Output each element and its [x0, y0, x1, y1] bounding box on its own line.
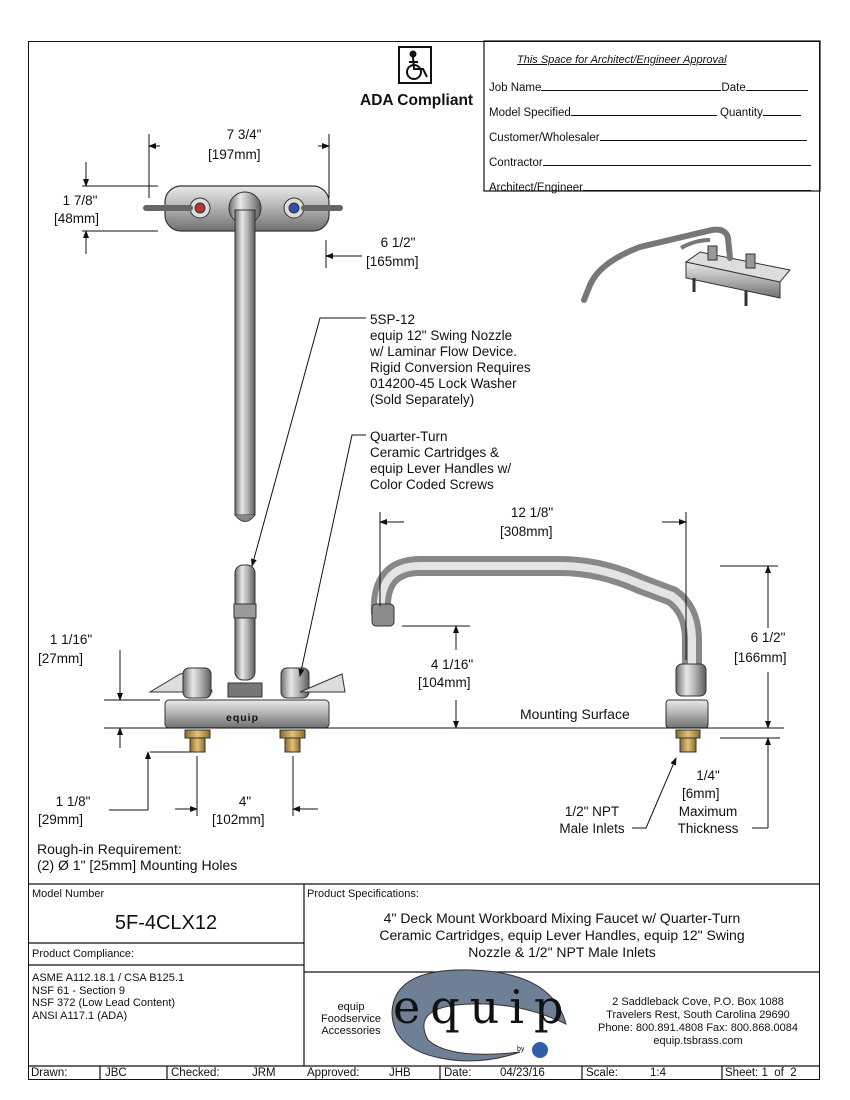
spout-reach-in: 12 1/8": [510, 505, 554, 520]
job-name-row[interactable]: Job Name Date: [489, 79, 808, 94]
spout-reach-mm: [308mm]: [500, 524, 553, 539]
job-name-label: Job Name: [489, 82, 542, 94]
date-value: 04/23/16: [500, 1067, 545, 1079]
date-label: Date: [721, 82, 746, 94]
depth-in: 6 1/2": [380, 235, 416, 250]
thickness-mm: [6mm]: [682, 786, 720, 801]
title-block-lines: [28, 883, 820, 1080]
product-specs: 4" Deck Mount Workboard Mixing Faucet w/…: [379, 910, 745, 960]
architect-row[interactable]: Architect/Engineer: [489, 179, 811, 194]
height-in: 1 7/8": [62, 193, 98, 208]
overall-height-mm: [166mm]: [734, 650, 787, 665]
spout-height-mm: [104mm]: [418, 675, 471, 690]
approved-label: Approved:: [307, 1067, 360, 1079]
overall-height-in: 6 1/2": [750, 630, 786, 645]
customer-row[interactable]: Customer/Wholesaler: [489, 129, 807, 144]
architect-label: Architect/Engineer: [489, 182, 583, 194]
approval-title: This Space for Architect/Engineer Approv…: [517, 54, 727, 66]
isometric-view: [581, 226, 791, 306]
product-specs-label: Product Specifications:: [307, 888, 419, 900]
wheelchair-icon: [406, 50, 428, 80]
spout-height-in: 4 1/16": [430, 657, 474, 672]
top-view-dims: [82, 134, 362, 268]
checked-label: Checked:: [171, 1067, 220, 1079]
body-height-mm: [27mm]: [38, 651, 84, 666]
centers-mm: [102mm]: [212, 812, 265, 827]
height-mm: [48mm]: [54, 211, 100, 226]
date-label-tb: Date:: [444, 1067, 472, 1079]
top-view: [143, 185, 343, 522]
model-specified-label: Model Specified: [489, 107, 571, 119]
shank-mm: [29mm]: [38, 812, 84, 827]
rough-in-note: Rough-in Requirement:(2) Ø 1" [25mm] Mou…: [37, 841, 238, 873]
contractor-row[interactable]: Contractor: [489, 154, 811, 169]
approved-value: JHB: [389, 1067, 411, 1079]
customer-label: Customer/Wholesaler: [489, 132, 600, 144]
scale-label: Scale:: [586, 1067, 618, 1079]
model-number-label: Model Number: [32, 888, 105, 900]
approval-box: [483, 40, 821, 192]
centers-in: 4": [238, 794, 252, 809]
body-height-in: 1 1/16": [49, 632, 93, 647]
model-number: 5F-4CLX12: [114, 912, 218, 934]
width-mm: [197mm]: [208, 147, 261, 162]
ada-label: ADA Compliant: [360, 92, 474, 109]
model-specified-row[interactable]: Model Specified Quantity: [489, 104, 801, 119]
quantity-label: Quantity: [720, 107, 763, 119]
width-in: 7 3/4": [226, 127, 262, 142]
equip-logo-text: equip: [393, 980, 574, 1034]
sheet-info: Sheet: 1 of 2: [725, 1067, 797, 1079]
depth-mm: [165mm]: [366, 254, 419, 269]
brand-by: by: [517, 1046, 525, 1053]
equip-logo-mark: [391, 969, 567, 1062]
mounting-surface-label: Mounting Surface: [520, 706, 630, 722]
drawn-value: JBC: [105, 1067, 127, 1079]
compliance-label: Product Compliance:: [32, 948, 135, 960]
shank-in: 1 1/8": [55, 794, 91, 809]
side-view-dims: [104, 512, 784, 829]
checked-value: JRM: [252, 1067, 276, 1079]
scale-value: 1:4: [650, 1067, 666, 1079]
thickness-in: 1/4": [696, 768, 720, 783]
side-view: [370, 556, 709, 753]
contractor-label: Contractor: [489, 157, 543, 169]
front-view: [148, 564, 346, 753]
drawn-label: Drawn:: [31, 1067, 68, 1079]
body-stamp: equip: [226, 712, 259, 724]
drawing-border: [28, 41, 820, 1080]
